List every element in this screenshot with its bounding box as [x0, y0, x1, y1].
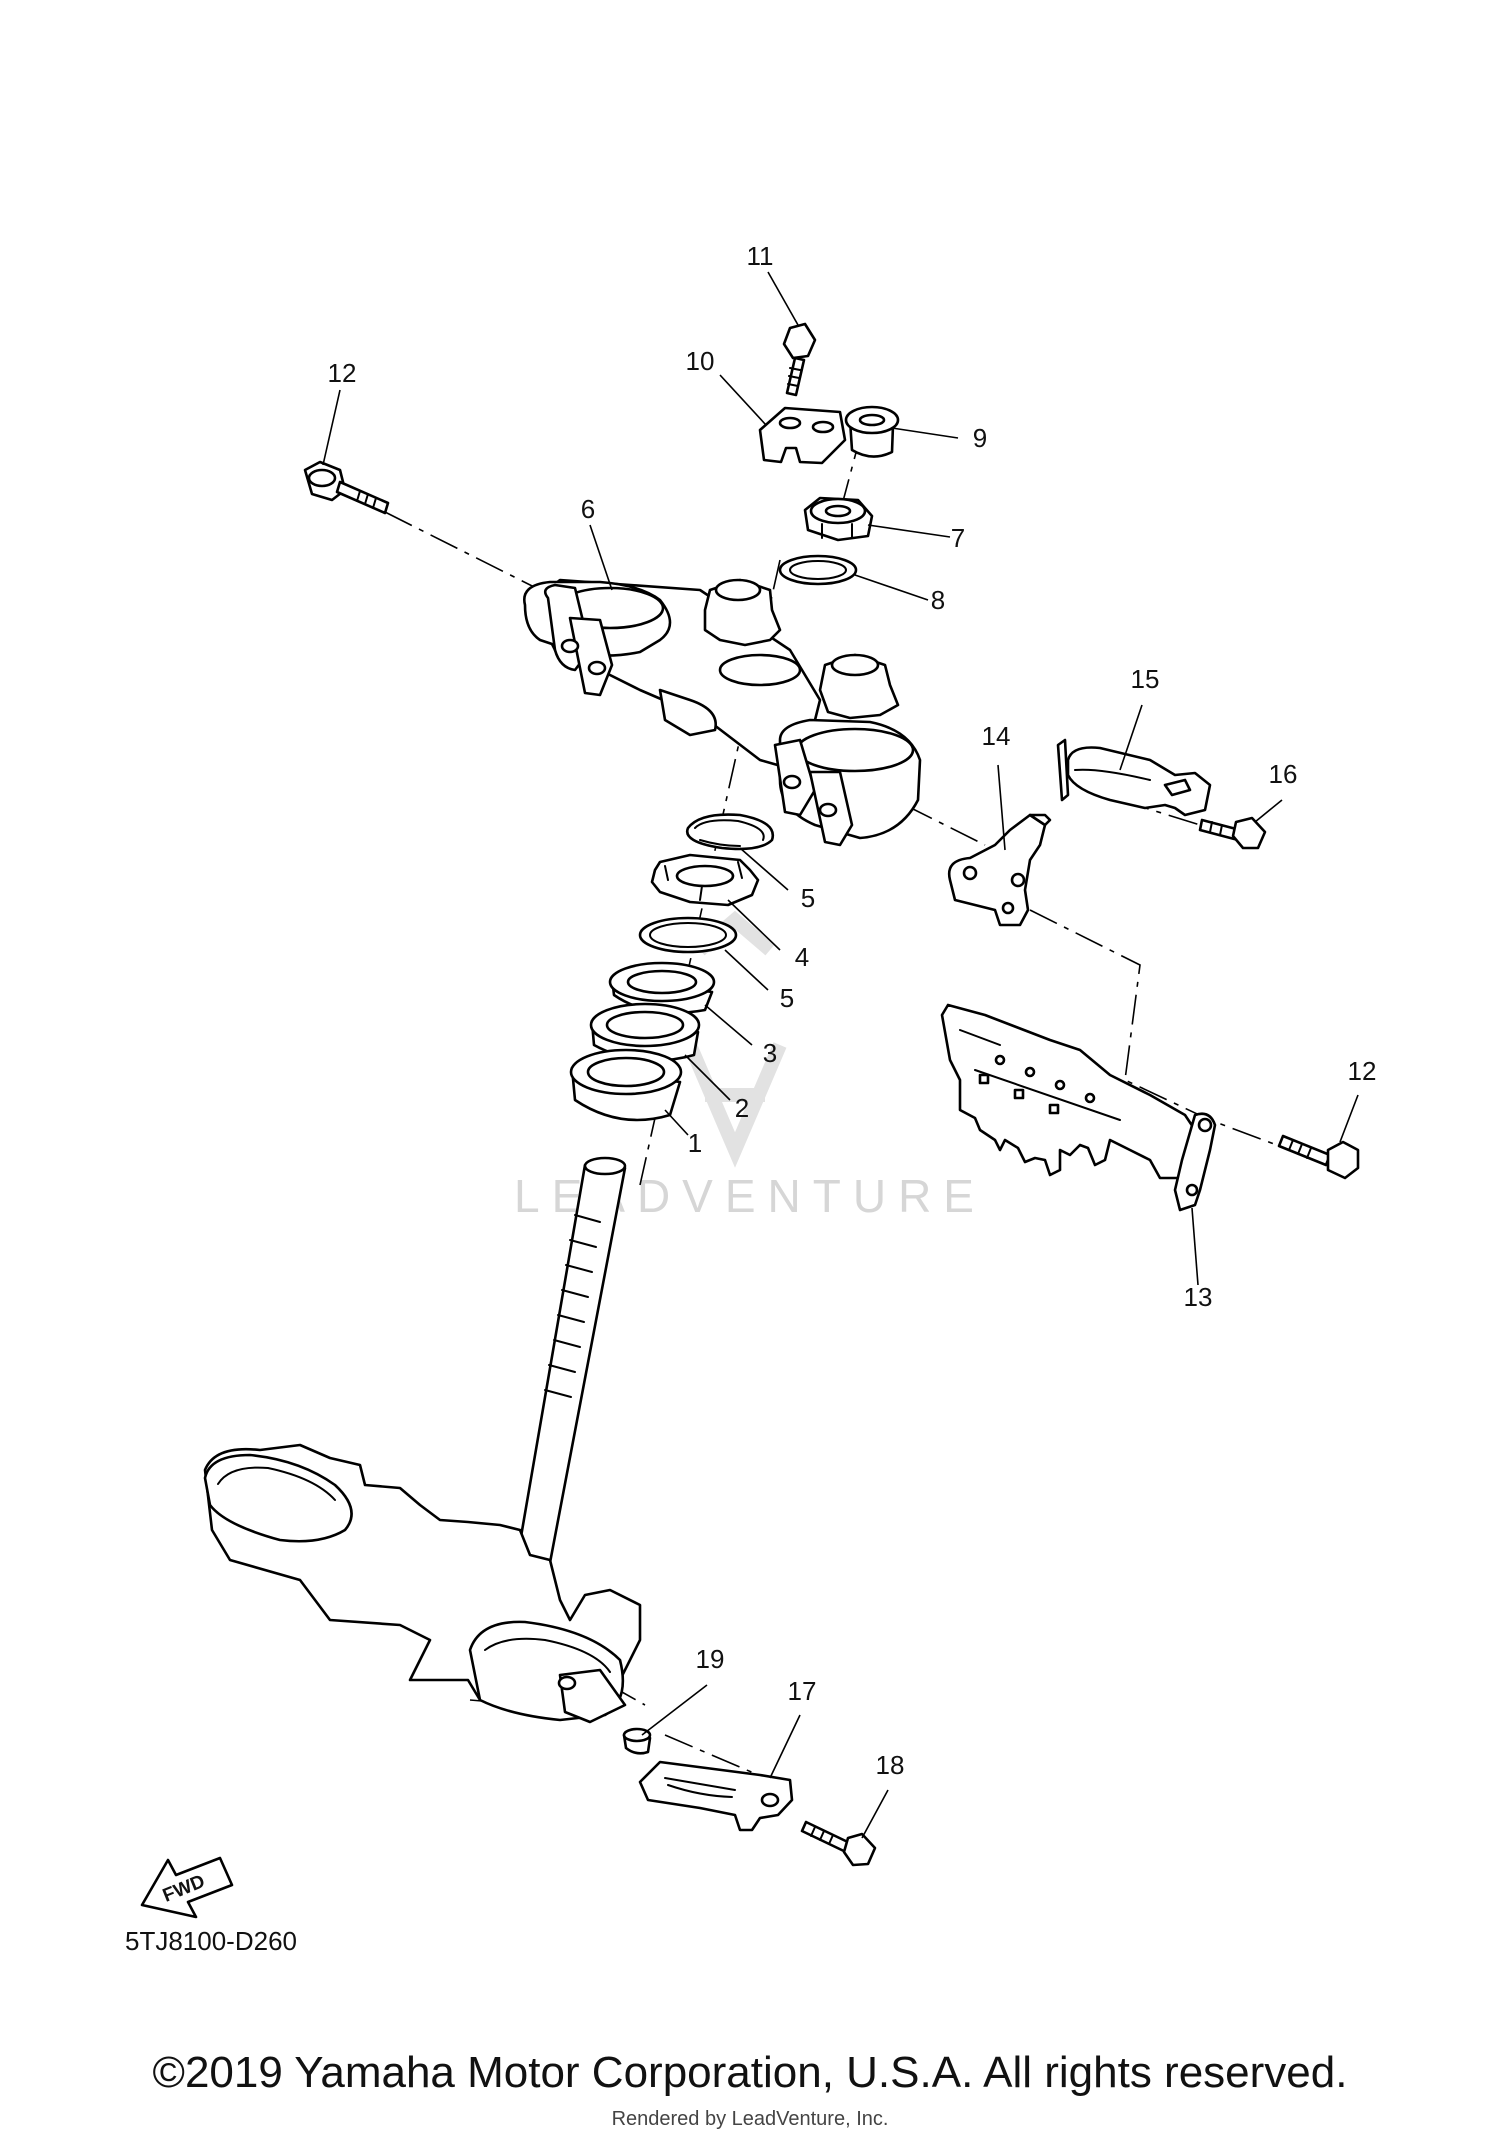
callout-18: 18 [876, 1750, 905, 1780]
diagram-code: 5TJ8100-D260 [125, 1926, 297, 1956]
leader-lines [322, 271, 1359, 1839]
callout-12a: 12 [328, 358, 357, 388]
callout-6: 6 [581, 494, 595, 524]
part-5-washer-lower [638, 916, 738, 954]
leader-12b [1339, 1094, 1359, 1143]
callout-12b: 12 [1348, 1056, 1377, 1086]
leader-8 [854, 574, 929, 601]
leader-9 [891, 427, 959, 439]
part-7-nut [803, 496, 874, 542]
leader-12a [322, 389, 341, 466]
callout-15: 15 [1131, 664, 1160, 694]
callout-14: 14 [982, 721, 1011, 751]
part-5-washer-upper [685, 813, 775, 851]
part-17-cable-guide [638, 1760, 794, 1832]
part-4-ring-nut [650, 853, 760, 907]
part-13-bracket [940, 1003, 1217, 1212]
part-12-bolt-upper [303, 460, 390, 515]
part-18-bolt [800, 1820, 877, 1867]
leader-17 [769, 1714, 801, 1779]
part-1-bearing [569, 1048, 683, 1122]
callout-10: 10 [686, 346, 715, 376]
callout-16: 16 [1269, 759, 1298, 789]
assembly-line-bolt-12-upper [384, 511, 561, 601]
leader-19 [641, 1684, 708, 1736]
callout-19: 19 [696, 1644, 725, 1674]
callout-7: 7 [951, 523, 965, 553]
leader-5a [739, 847, 789, 891]
part-6-upper-triple-clamp [523, 578, 922, 847]
leader-4 [727, 899, 781, 951]
callout-11: 11 [747, 241, 774, 271]
leader-11 [767, 271, 799, 326]
leader-18 [861, 1789, 889, 1839]
part-11-bolt [782, 322, 817, 397]
leader-3 [704, 1004, 753, 1046]
callout-2: 2 [735, 1093, 749, 1123]
callout-17: 17 [788, 1676, 817, 1706]
leader-14 [997, 764, 1006, 851]
assembly-line-right-clamp [904, 804, 986, 846]
part-19-collar [622, 1727, 652, 1755]
part-steering-stem-lower-bracket [203, 1156, 642, 1724]
callout-labels: 11 10 9 7 8 12 6 5 4 5 3 2 1 14 15 16 12… [328, 241, 1377, 1780]
callout-4: 4 [795, 942, 809, 972]
part-14-stay [947, 813, 1052, 927]
assembly-line-bracket-12 [1029, 909, 1291, 1151]
rendered-by-notice: Rendered by LeadVenture, Inc. [611, 2108, 889, 2130]
leader-6 [589, 524, 613, 591]
callout-3: 3 [763, 1038, 777, 1068]
leader-5b [724, 949, 769, 991]
callout-1: 1 [688, 1128, 702, 1158]
part-15-clamp [1056, 738, 1212, 817]
copyright-notice: ©2019 Yamaha Motor Corporation, U.S.A. A… [152, 2048, 1348, 2097]
leader-2 [684, 1054, 731, 1101]
callout-8: 8 [931, 585, 945, 615]
part-12-bolt-lower [1277, 1134, 1360, 1180]
leader-10 [719, 374, 767, 426]
fwd-arrow-icon: FWD [140, 1856, 234, 1919]
part-10-clamp [758, 406, 847, 465]
part-8-washer [778, 554, 858, 586]
callout-9: 9 [973, 423, 987, 453]
leader-16 [1254, 799, 1283, 823]
leader-15 [1119, 704, 1143, 771]
leader-13 [1191, 1207, 1199, 1286]
callout-5a: 5 [801, 883, 815, 913]
callout-13: 13 [1184, 1282, 1213, 1312]
leader-1 [664, 1109, 689, 1136]
part-16-bolt [1198, 816, 1267, 850]
callout-5b: 5 [780, 983, 794, 1013]
leader-7 [867, 524, 951, 538]
part-9-cap [844, 405, 900, 458]
